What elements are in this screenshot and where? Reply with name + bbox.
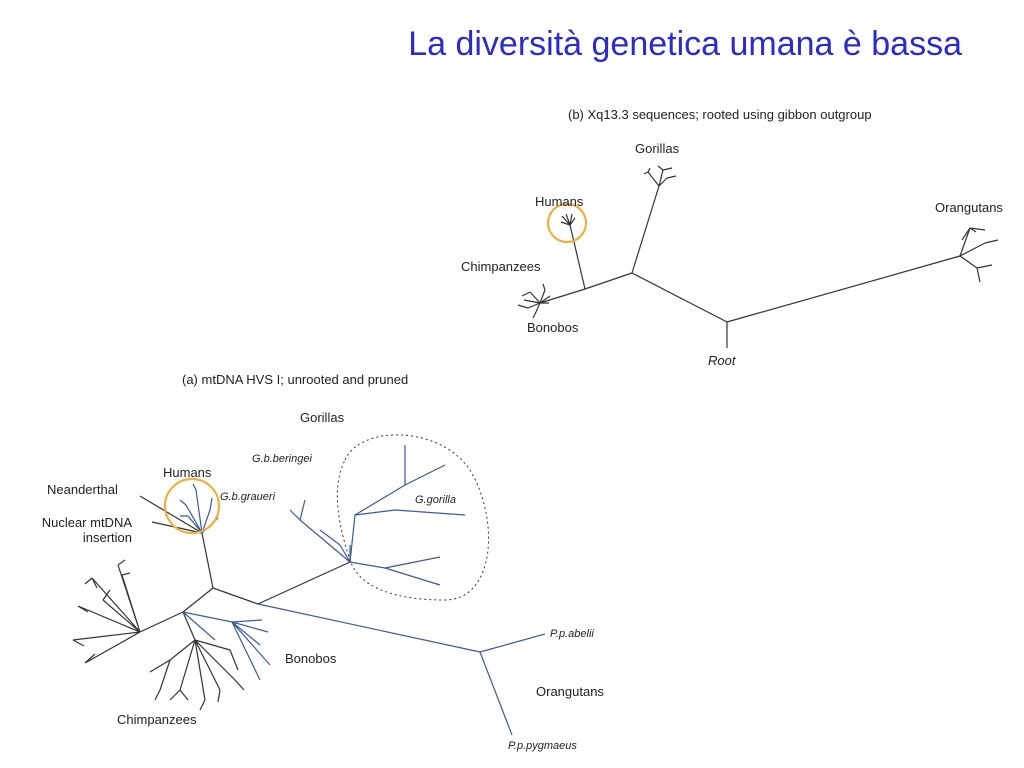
label-a-gb-beringei: G.b.beringei — [252, 453, 312, 465]
gorilla-dotted-outline — [336, 434, 489, 601]
label-a-orangutans: Orangutans — [536, 684, 604, 699]
human-tips — [560, 213, 576, 226]
slide-title: La diversità genetica umana è bassa — [408, 25, 962, 63]
branch-a-orang-pygmaeus — [479, 651, 513, 736]
branch-a-mid-to-chimp — [139, 611, 184, 633]
label-a-g-gorilla: G.gorilla — [415, 494, 456, 506]
label-a-gorillas: Gorillas — [300, 410, 345, 425]
branch-root-to-orangutans — [726, 255, 961, 323]
branch-hc-to-chimps — [539, 288, 586, 304]
caption-panel-a: (a) mtDNA HVS I; unrooted and pruned — [182, 372, 409, 387]
caption-panel-b: (b) Xq13.3 sequences; rooted using gibbo… — [568, 107, 872, 122]
label-b-root: Root — [708, 353, 736, 368]
human-fan-a — [179, 483, 219, 534]
branch-node-to-gorillas — [631, 185, 660, 274]
label-a-nuclear-mtdna: Nuclear mtDNA insertion — [41, 515, 132, 545]
branch-a-center-to-gor-node — [212, 587, 259, 605]
branch-a-orang-abelii — [479, 633, 546, 653]
label-a-chimpanzees: Chimpanzees — [117, 712, 197, 727]
branch-a-center-to-mid — [182, 587, 214, 613]
branch-node-to-hc — [584, 272, 633, 290]
branch-a-to-orangutan — [257, 603, 481, 653]
branch-a-gor-node-to-gorilla-node — [257, 561, 351, 605]
chimp-lower-fan-a — [149, 611, 245, 711]
branch-root-to-node-ape — [631, 272, 728, 323]
label-a-humans: Humans — [163, 465, 212, 480]
gorilla-fan-a — [289, 445, 466, 586]
humans-highlight-circle-a — [163, 477, 221, 535]
label-b-bonobos: Bonobos — [527, 320, 579, 335]
label-a-gb-graueri: G.b.graueri — [220, 491, 276, 503]
label-a-bonobos: Bonobos — [285, 651, 337, 666]
label-a-pp-abelii: P.p.abelii — [550, 628, 594, 640]
humans-highlight-circle-b — [546, 202, 588, 244]
label-b-orangutans: Orangutans — [935, 200, 1003, 215]
label-b-chimpanzees: Chimpanzees — [461, 259, 541, 274]
branch-a-human-to-neanderthal — [139, 495, 203, 534]
label-b-humans: Humans — [535, 194, 584, 209]
chimp-fan-a — [72, 559, 141, 664]
orangutan-tips — [959, 227, 999, 283]
label-a-neanderthal: Neanderthal — [47, 482, 118, 497]
chimp-bonobo-tips — [517, 283, 551, 319]
label-a-pp-pygmaeus: P.p.pygmaeus — [508, 740, 577, 752]
label-b-gorillas: Gorillas — [635, 141, 680, 156]
branch-hc-to-humans — [569, 224, 586, 290]
gorilla-tips — [643, 165, 677, 187]
branch-a-center-to-human-node — [201, 532, 214, 589]
bonobo-fan-a — [182, 611, 271, 681]
